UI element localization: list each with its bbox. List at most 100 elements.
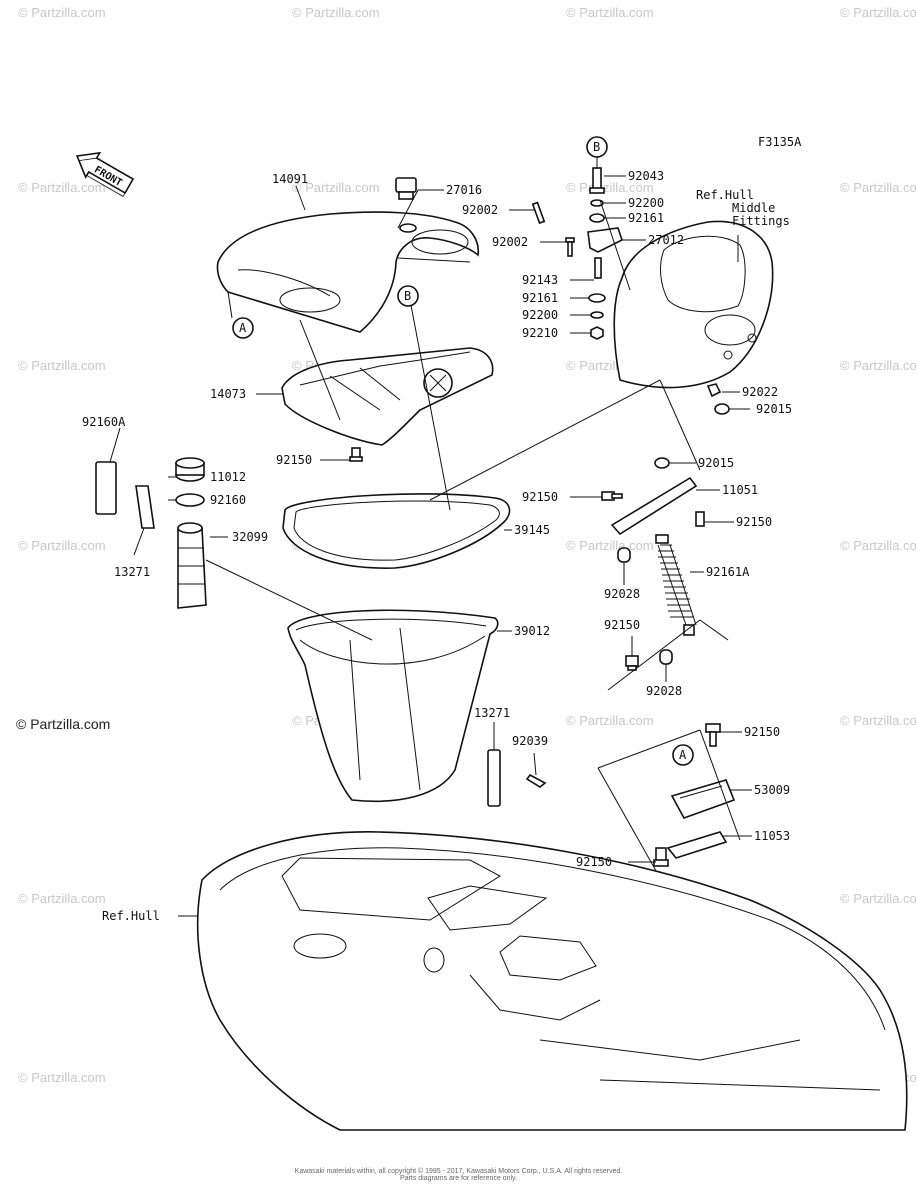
label-53009: 53009 (754, 783, 790, 797)
label-92002-lower: 92002 (492, 235, 528, 249)
label-92028-upper: 92028 (604, 587, 640, 601)
middle-fittings (613, 220, 774, 389)
callout-b-right: B (586, 136, 608, 158)
label-92200-upper: 92200 (628, 196, 664, 210)
bolt-92150-a (601, 491, 623, 501)
screw-92002-lower (565, 237, 575, 257)
leader-lines-right (429, 175, 752, 879)
watermark: © Partzilla.com (840, 358, 917, 373)
leader-lines-left (109, 185, 537, 917)
footer-line-1: Kawasaki materials within, all copyright… (294, 1168, 623, 1175)
footer-line-2: Parts diagrams are for reference only. (400, 1175, 517, 1182)
label-fittings: Fittings (732, 214, 790, 228)
label-11012: 11012 (210, 470, 246, 484)
label-92150-d: 92150 (744, 725, 780, 739)
bolt-92150-d (705, 723, 721, 747)
label-92015: 92015 (698, 456, 734, 470)
label-92200-lower: 92200 (522, 308, 558, 322)
label-11053: 11053 (754, 829, 790, 843)
plate-13271-left (135, 485, 155, 529)
spacer-92028-upper (617, 547, 631, 563)
clip-92039 (525, 773, 547, 788)
label-13271-left: 13271 (114, 565, 150, 579)
watermark: © Partzilla.com (840, 538, 917, 553)
label-39145: 39145 (514, 523, 550, 537)
tray-14073 (281, 347, 494, 446)
label-92160: 92160 (210, 493, 246, 507)
label-92161-lower: 92161 (522, 291, 558, 305)
bolt-92043 (589, 167, 605, 194)
bucket-39012 (287, 609, 499, 803)
label-92039: 92039 (512, 734, 548, 748)
latch-53009 (670, 779, 736, 819)
label-39012: 39012 (514, 624, 550, 638)
label-92160A: 92160A (82, 415, 126, 429)
label-92150-c: 92150 (604, 618, 640, 632)
label-92022: 92022 (742, 385, 778, 399)
label-middle: Middle (732, 201, 775, 215)
watermark: © Partzilla.com (18, 5, 106, 20)
screw-92002-upper (531, 201, 546, 225)
washer-92161-lower (588, 293, 606, 303)
watermark: © Partzilla.com (566, 538, 654, 553)
label-ref-hull: Ref.Hull (102, 909, 160, 923)
label-92150: 92150 (276, 453, 312, 467)
cap-11012 (175, 457, 205, 482)
strip-92160A (95, 461, 117, 515)
callout-a-right: A (672, 744, 694, 766)
pipe-32099 (177, 522, 207, 609)
label-92210: 92210 (522, 326, 558, 340)
watermark: © Partzilla.com (18, 1070, 106, 1085)
callout-a-left: A (232, 317, 254, 339)
watermark: © Partzilla.com (18, 891, 106, 906)
label-92143: 92143 (522, 273, 558, 287)
bracket-11051 (610, 476, 698, 536)
nut-92022 (706, 383, 722, 398)
watermark: © Partzilla.com (840, 713, 917, 728)
figure-code: F3135A (758, 135, 802, 149)
label-92150-b: 92150 (736, 515, 772, 529)
label-92028-lower: 92028 (646, 684, 682, 698)
watermark: © Partzilla.com (840, 5, 917, 20)
label-92002-upper: 92002 (462, 203, 498, 217)
label-27012: 27012 (648, 233, 684, 247)
svg-text:B: B (593, 140, 600, 154)
front-arrow-icon: FRONT (75, 151, 135, 197)
footer-notice: Kawasaki materials within, all copyright… (0, 1168, 917, 1182)
label-11051: 11051 (722, 483, 758, 497)
bracket-11053 (666, 831, 728, 859)
watermark: © Partzilla.com (566, 713, 654, 728)
watermark: © Partzilla.com (292, 5, 380, 20)
watermark: © Partzilla.com (292, 180, 380, 195)
svg-text:B: B (404, 289, 411, 303)
label-32099: 32099 (232, 530, 268, 544)
part-labels: 14091 27016 14073 92150 92160A 11012 921… (82, 169, 792, 923)
bolt-92150-b (695, 511, 705, 527)
label-92150-a: 92150 (522, 490, 558, 504)
label-92043: 92043 (628, 169, 664, 183)
label-92161-upper: 92161 (628, 211, 664, 225)
bolt-92150 (349, 447, 363, 462)
nut-92210 (590, 326, 604, 340)
hull (196, 831, 908, 1131)
label-27016: 27016 (446, 183, 482, 197)
svg-text:A: A (679, 748, 687, 762)
cover-14091 (216, 211, 480, 333)
label-14091: 14091 (272, 172, 308, 186)
washer-92161 (589, 213, 605, 223)
label-ref-hull-fittings: Ref.Hull (696, 188, 754, 202)
watermark: © Partzilla.com (840, 891, 917, 906)
oring-92160 (175, 493, 205, 507)
spring-92161A (655, 534, 697, 636)
watermark: © Partzilla.com (566, 5, 654, 20)
cap-27016 (395, 177, 417, 233)
copyright-text: © Partzilla.com (16, 716, 111, 732)
nut-92015 (654, 457, 670, 469)
label-92150-e: 92150 (576, 855, 612, 869)
watermark: © Partzilla.com (18, 358, 106, 373)
callout-b-left: B (397, 285, 419, 307)
washer-92200-lower (590, 311, 604, 319)
bracket-27012 (587, 227, 623, 253)
svg-text:A: A (239, 321, 247, 335)
